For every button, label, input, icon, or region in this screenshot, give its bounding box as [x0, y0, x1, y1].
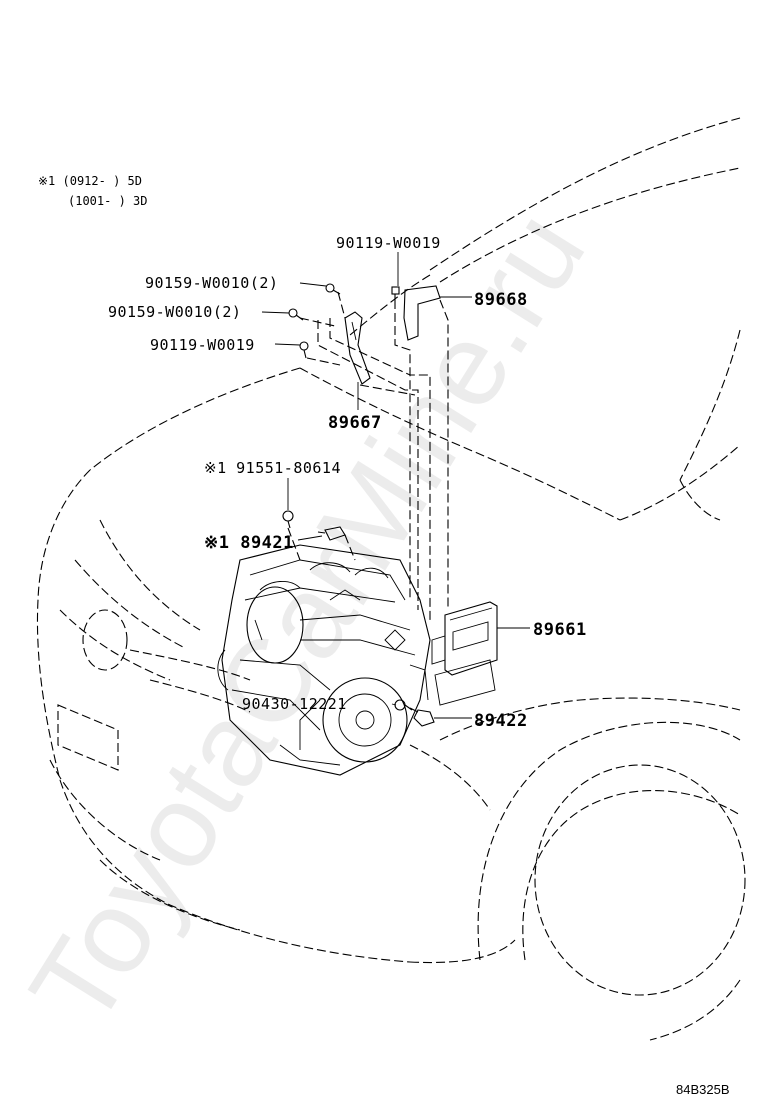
bracket-89668 [403, 285, 441, 341]
nut-90430 [394, 699, 406, 711]
callout-89661[interactable]: 89661 [533, 620, 587, 640]
callout-90159-b[interactable]: 90159-W0010(2) [108, 303, 241, 321]
callout-89667[interactable]: 89667 [328, 413, 382, 433]
leader-lines [261, 252, 530, 719]
note-line-2: (1001- ) 3D [68, 194, 147, 208]
callout-90430[interactable]: 90430-12221 [242, 695, 347, 713]
callout-90159-a[interactable]: 90159-W0010(2) [145, 274, 278, 292]
ecu-module [431, 601, 498, 706]
sensor-89422 [409, 707, 435, 727]
callout-90119-top[interactable]: 90119-W0019 [336, 234, 441, 252]
bolt-90119-left [299, 341, 309, 359]
bolt-90119-top [391, 286, 400, 300]
engine-block [217, 544, 431, 776]
diagram-code: 84B325B [676, 1082, 730, 1097]
assembly-guides [287, 291, 449, 711]
callout-90119-left[interactable]: 90119-W0019 [150, 336, 255, 354]
callout-89422[interactable]: 89422 [474, 711, 528, 731]
callout-89421[interactable]: ※1 89421 [204, 533, 294, 553]
callout-89668[interactable]: 89668 [474, 290, 528, 310]
bolt-91551 [282, 510, 294, 529]
callout-91551[interactable]: ※1 91551-80614 [204, 459, 341, 477]
bracket-89667 [344, 311, 371, 385]
car-body-outline [36, 117, 746, 1041]
note-line-1: ※1 (0912- ) 5D [38, 174, 142, 188]
